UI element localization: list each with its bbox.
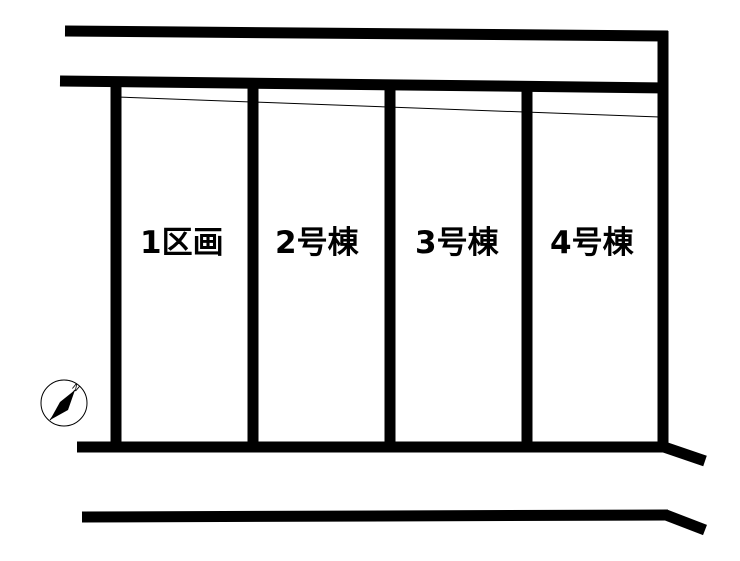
lot-label-1: 1区画 bbox=[140, 225, 224, 261]
upper-road-top-line bbox=[64, 25, 669, 42]
lot-bottom-boundary-bend bbox=[662, 441, 707, 467]
lower-road-line bbox=[81, 509, 669, 523]
compass-icon: N bbox=[40, 379, 88, 427]
compass-north-label: N bbox=[69, 382, 81, 394]
lot-top-boundary bbox=[59, 75, 669, 94]
lot-label-4: 4号棟 bbox=[550, 225, 635, 261]
lot-label-3: 3号棟 bbox=[415, 225, 500, 261]
lower-road-line-bend bbox=[664, 509, 707, 536]
lot-label-2: 2号棟 bbox=[275, 225, 360, 261]
